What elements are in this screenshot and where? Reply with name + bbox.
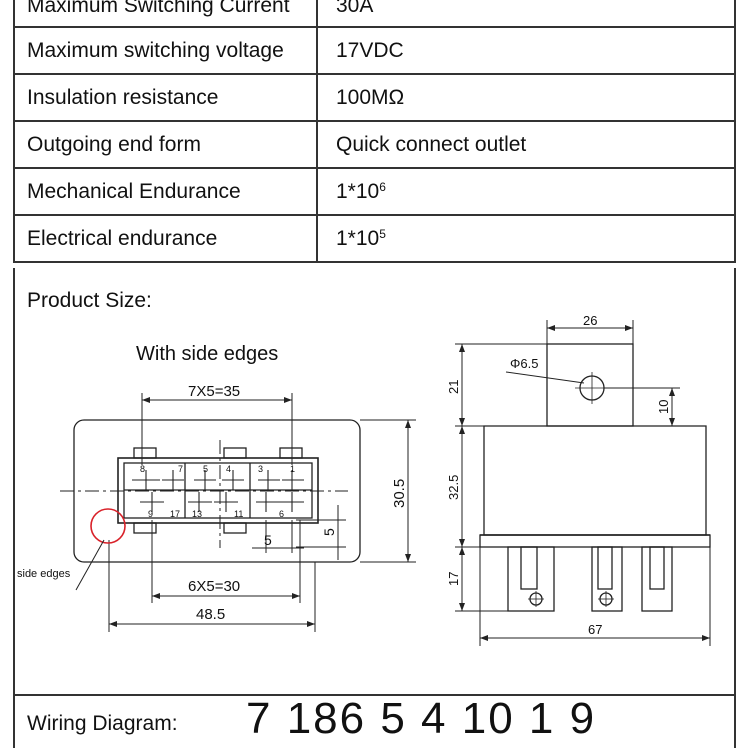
spec-label: Mechanical Endurance bbox=[13, 167, 318, 216]
dim-label: 67 bbox=[588, 622, 602, 637]
spec-value: 1*106 bbox=[316, 167, 736, 216]
spec-label: Maximum Switching Current bbox=[13, 0, 318, 28]
pin-row-top bbox=[132, 470, 304, 490]
pin-row-bottom bbox=[140, 492, 304, 512]
mounting-bracket bbox=[546, 343, 634, 427]
spec-label: Electrical endurance bbox=[13, 214, 318, 263]
dim-label: 48.5 bbox=[196, 606, 225, 623]
side-edges-marker bbox=[90, 508, 126, 544]
dim-label: 21 bbox=[446, 380, 461, 394]
spec-label: Insulation resistance bbox=[13, 73, 318, 122]
side-edges-label: side edges bbox=[17, 568, 71, 580]
dim-label: 6X5=30 bbox=[188, 578, 240, 595]
spec-value: Quick connect outlet bbox=[316, 120, 736, 169]
pin-label: 8 bbox=[140, 464, 145, 474]
pin-label: 7 bbox=[178, 464, 183, 474]
pin-label: 6 bbox=[279, 509, 284, 519]
dim-label: 32.5 bbox=[446, 475, 461, 500]
dim-label: 10 bbox=[656, 400, 671, 414]
pin-label: 13 bbox=[192, 509, 202, 519]
spec-label: Outgoing end form bbox=[13, 120, 318, 169]
terminals bbox=[507, 546, 673, 612]
pin-label: 11 bbox=[234, 509, 243, 519]
pin-label: 1 bbox=[290, 464, 295, 474]
dim-label: Φ6.5 bbox=[510, 356, 538, 371]
tab bbox=[279, 447, 303, 459]
spec-label: Maximum switching voltage bbox=[13, 26, 318, 75]
product-size-title: Product Size: bbox=[27, 289, 152, 312]
dim-label: 30.5 bbox=[391, 479, 408, 508]
pin-label: 5 bbox=[203, 464, 208, 474]
tab bbox=[133, 522, 157, 534]
spec-value: 1*105 bbox=[316, 214, 736, 263]
wiring-digits: 7 186 5 4 10 1 9 bbox=[246, 694, 597, 743]
spec-value: 17VDC bbox=[316, 26, 736, 75]
dim-label: 5 bbox=[264, 532, 272, 548]
dim-label: 5 bbox=[321, 528, 337, 536]
relay-base bbox=[479, 534, 711, 548]
tab bbox=[133, 447, 157, 459]
spec-value: 30A bbox=[316, 0, 736, 28]
tab bbox=[223, 522, 247, 534]
tab bbox=[223, 447, 247, 459]
pin-label: 3 bbox=[258, 464, 263, 474]
product-frame bbox=[13, 268, 736, 748]
spec-value: 100MΩ bbox=[316, 73, 736, 122]
pin-label: 17 bbox=[170, 509, 180, 519]
pin-label: 4 bbox=[226, 464, 231, 474]
section-divider bbox=[13, 694, 736, 696]
left-caption: With side edges bbox=[136, 343, 278, 365]
pin-label: 9 bbox=[148, 509, 153, 519]
wiring-title: Wiring Diagram: bbox=[27, 712, 178, 735]
relay-case bbox=[483, 425, 707, 536]
callout-line bbox=[75, 539, 105, 591]
dim-label: 17 bbox=[446, 572, 461, 586]
dim-label: 26 bbox=[583, 313, 597, 328]
dim-label: 7X5=35 bbox=[188, 383, 240, 400]
